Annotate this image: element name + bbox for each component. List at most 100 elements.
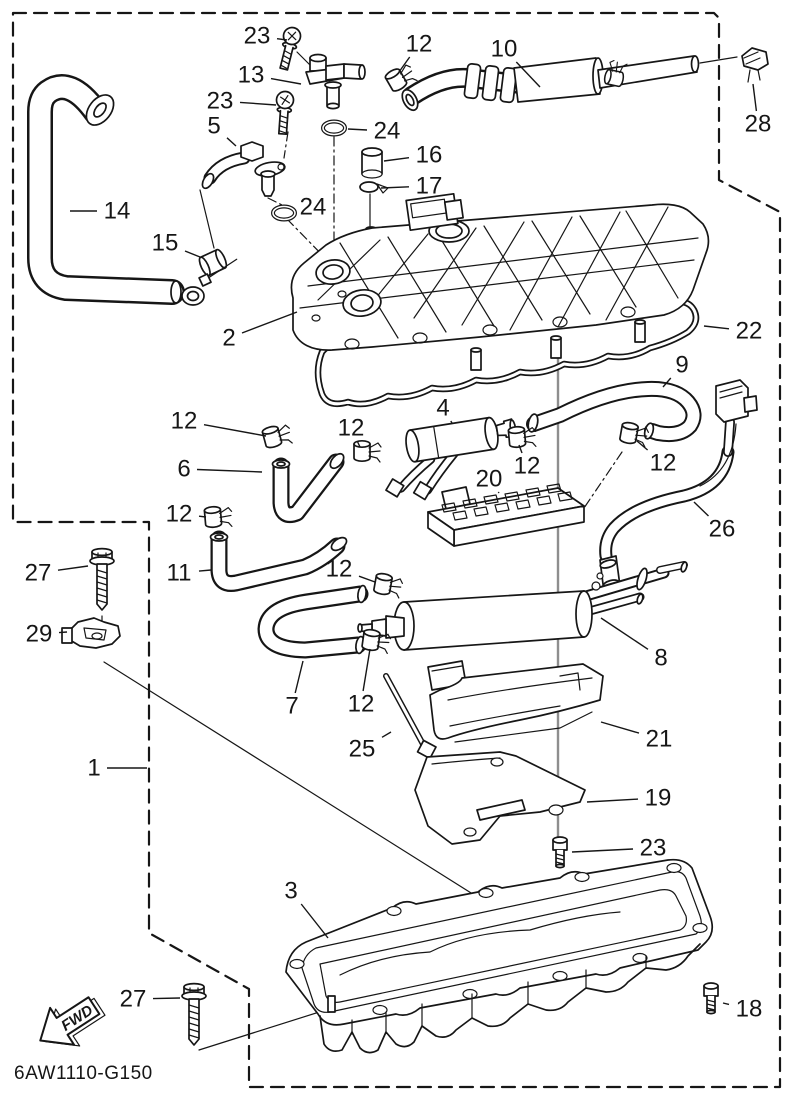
callout-label-23-2: 23 <box>207 88 234 115</box>
hose-7 <box>257 584 369 659</box>
callout-leader-6 <box>196 468 263 473</box>
callout-label-12-20: 12 <box>650 450 677 477</box>
callout-label-16-5: 16 <box>416 142 443 169</box>
callout-leader-27 <box>152 997 181 1000</box>
callout-label-12-10: 12 <box>406 31 433 58</box>
callout-leader-2 <box>241 311 298 334</box>
callout-label-11-25: 11 <box>167 560 192 587</box>
callout-leader-8 <box>600 617 649 650</box>
callout-label-8-29: 8 <box>654 645 667 672</box>
callout-leader-9 <box>662 377 672 388</box>
callout-label-24-3: 24 <box>374 118 401 145</box>
callout-leader-23 <box>571 848 634 853</box>
callout-leader-13 <box>270 77 302 85</box>
hose-9 <box>526 380 702 443</box>
callout-label-12-17: 12 <box>171 408 198 435</box>
callout-label-12-27: 12 <box>348 691 375 718</box>
callout-label-10-11: 10 <box>491 36 518 63</box>
callout-leader-4 <box>450 420 453 424</box>
callout-label-23-33: 23 <box>640 835 667 862</box>
callout-label-15-9: 15 <box>152 230 179 257</box>
clamp-15 <box>198 248 238 287</box>
callout-label-2-13: 2 <box>222 325 235 352</box>
callout-leader-12 <box>203 424 267 437</box>
callout-leader-5 <box>226 137 237 147</box>
callout-label-6-22: 6 <box>177 456 190 483</box>
callout-leader-3 <box>300 903 329 939</box>
callout-label-12-24: 12 <box>166 501 193 528</box>
callout-label-18-35: 18 <box>736 996 763 1023</box>
callout-leader-12 <box>358 575 376 583</box>
callout-label-25-30: 25 <box>349 736 376 763</box>
valve-cover-2 <box>290 192 710 371</box>
callout-label-27-36: 27 <box>25 560 52 587</box>
callout-label-5-4: 5 <box>207 113 220 140</box>
callout-label-13-1: 13 <box>238 62 265 89</box>
coil-connector <box>405 192 464 232</box>
callout-label-1-38: 1 <box>87 755 100 782</box>
callout-label-20-21: 20 <box>476 466 503 493</box>
callout-label-7-28: 7 <box>285 693 298 720</box>
hose-6 <box>271 452 345 524</box>
fuel-pump-8 <box>357 561 688 651</box>
callout-leader-12 <box>398 56 411 73</box>
callout-leader-22 <box>703 325 730 330</box>
callout-leader-11 <box>198 569 212 572</box>
callout-leader-19 <box>586 798 639 803</box>
bracket-19 <box>414 751 586 845</box>
fitting-5 <box>201 141 286 197</box>
oil-pan-3 <box>285 858 714 1054</box>
callout-leader-21 <box>600 721 640 734</box>
callout-label-9-15: 9 <box>675 352 688 379</box>
callout-label-19-32: 19 <box>645 785 672 812</box>
callout-label-4-16: 4 <box>436 395 449 422</box>
callout-leader-29 <box>58 631 68 634</box>
callout-label-26-23: 26 <box>709 516 736 543</box>
hose-26 <box>599 379 758 593</box>
callout-label-12-18: 12 <box>338 415 365 442</box>
hose-11 <box>209 530 348 592</box>
cover-21 <box>427 660 604 743</box>
callout-leader-12 <box>198 515 207 518</box>
callout-leader-26 <box>693 501 709 517</box>
dashed-boundary <box>11 11 782 1089</box>
fitting-13 <box>305 53 366 110</box>
callout-label-24-7: 24 <box>300 194 327 221</box>
callout-label-29-37: 29 <box>26 621 53 648</box>
hose-10 <box>401 55 700 112</box>
callout-leader-15 <box>184 250 201 258</box>
callout-leader-23 <box>239 101 277 106</box>
callout-leader-12 <box>362 648 371 692</box>
callout-leader-7 <box>294 660 304 694</box>
callout-leader-23 <box>276 38 288 41</box>
callout-leader-24 <box>347 128 368 131</box>
callout-label-14-8: 14 <box>104 198 131 225</box>
cable-tie-25 <box>383 673 437 760</box>
callout-label-3-34: 3 <box>284 878 297 905</box>
callout-label-28-12: 28 <box>745 111 772 138</box>
callout-leader-17 <box>380 186 410 189</box>
callout-leader-18 <box>722 1002 730 1006</box>
callout-leader-12 <box>518 444 523 454</box>
grommet-16 <box>361 147 383 179</box>
cover-studs <box>470 319 646 371</box>
callout-leader-16 <box>383 157 410 162</box>
callout-label-12-26: 12 <box>326 556 353 583</box>
callout-leader-25 <box>381 731 392 738</box>
hose-14 <box>27 74 205 306</box>
callout-leader-20 <box>497 491 500 494</box>
callout-label-17-6: 17 <box>416 173 443 200</box>
canister-4 <box>385 416 517 501</box>
callout-label-27-39: 27 <box>120 986 147 1013</box>
callout-label-22-14: 22 <box>736 318 763 345</box>
clamp-29 <box>61 617 121 649</box>
callout-label-23-0: 23 <box>244 23 271 50</box>
callout-leader-12 <box>636 440 649 451</box>
callout-label-21-31: 21 <box>646 726 673 753</box>
callout-leader-27 <box>57 565 89 571</box>
callout-label-12-19: 12 <box>514 453 541 480</box>
part-code: 6AW1110-G150 <box>14 1063 153 1084</box>
